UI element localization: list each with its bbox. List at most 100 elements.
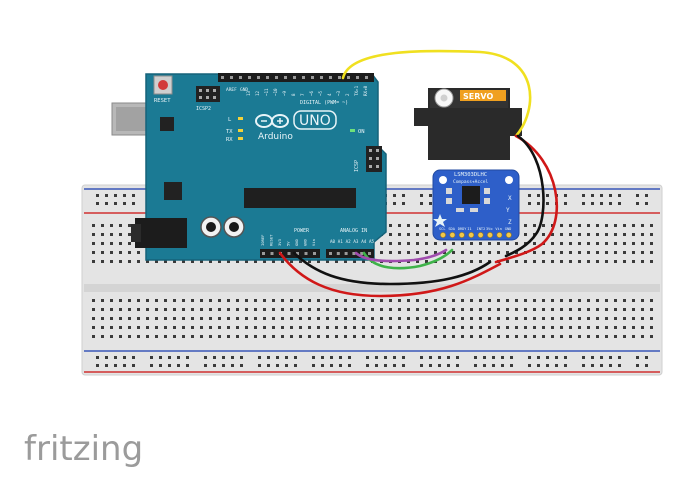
breadboard-hole	[407, 308, 410, 311]
breadboard-hole	[402, 194, 405, 197]
breadboard-hole	[560, 233, 563, 236]
breadboard-hole	[402, 202, 405, 205]
breadboard-hole	[317, 299, 320, 302]
breadboard-hole	[227, 317, 230, 320]
power-pin-label: RESET	[269, 234, 274, 246]
breadboard-hole	[425, 251, 428, 254]
breadboard-hole	[416, 308, 419, 311]
breadboard-hole	[371, 335, 374, 338]
breadboard-hole	[587, 233, 590, 236]
breadboard-hole	[380, 317, 383, 320]
breadboard-hole	[515, 242, 518, 245]
breadboard-hole	[501, 356, 504, 359]
breadboard-hole	[596, 224, 599, 227]
breadboard-hole	[461, 317, 464, 320]
digital-pin-label: ~6	[309, 90, 314, 96]
breadboard-hole	[290, 326, 293, 329]
servo-label-sticker	[460, 90, 506, 101]
breadboard-hole	[587, 242, 590, 245]
breadboard-hole	[92, 233, 95, 236]
breadboard-hole	[434, 335, 437, 338]
breadboard-hole	[380, 308, 383, 311]
breadboard-hole	[344, 335, 347, 338]
breadboard-hole	[209, 308, 212, 311]
breadboard-hole	[389, 317, 392, 320]
breadboard-hole	[236, 335, 239, 338]
breadboard-hole	[290, 308, 293, 311]
breadboard-hole	[533, 335, 536, 338]
breadboard-hole	[218, 260, 221, 263]
breadboard-hole	[551, 233, 554, 236]
breadboard-hole	[470, 326, 473, 329]
breadboard-hole	[533, 251, 536, 254]
breadboard-hole	[92, 299, 95, 302]
led-on	[350, 129, 355, 132]
breadboard-hole	[461, 326, 464, 329]
breadboard-hole	[218, 326, 221, 329]
breadboard-hole	[200, 335, 203, 338]
breadboard-hole	[641, 251, 644, 254]
breadboard-hole	[641, 299, 644, 302]
breadboard-hole	[605, 308, 608, 311]
breadboard-hole	[641, 224, 644, 227]
breadboard-hole	[497, 308, 500, 311]
breadboard-hole	[636, 356, 639, 359]
breadboard-hole	[591, 364, 594, 367]
breadboard-hole	[596, 233, 599, 236]
breadboard-hole	[407, 326, 410, 329]
breadboard-hole	[344, 299, 347, 302]
breadboard-hole	[339, 364, 342, 367]
breadboard-hole	[101, 251, 104, 254]
analog-header	[326, 249, 374, 258]
breadboard-hole	[335, 317, 338, 320]
breadboard-hole	[605, 260, 608, 263]
green-scl-wire	[362, 248, 454, 270]
breadboard-hole	[389, 335, 392, 338]
breadboard-hole	[470, 308, 473, 311]
breadboard-hole	[371, 308, 374, 311]
header-pin	[365, 76, 368, 79]
breadboard-hole	[434, 326, 437, 329]
gnd-label: GND	[240, 87, 248, 93]
sensor-pin-label: DRDY	[458, 227, 467, 231]
breadboard-hole	[650, 335, 653, 338]
breadboard-hole	[393, 194, 396, 197]
breadboard-hole	[578, 308, 581, 311]
breadboard-hole	[569, 308, 572, 311]
breadboard-hole	[533, 260, 536, 263]
breadboard-hole	[537, 356, 540, 359]
breadboard-hole	[578, 260, 581, 263]
arduino-pcb	[145, 73, 387, 261]
breadboard-hole	[128, 308, 131, 311]
adafruit-star-icon	[433, 214, 447, 227]
breadboard-hole	[227, 308, 230, 311]
breadboard-hole	[290, 260, 293, 263]
breadboard-hole	[348, 364, 351, 367]
breadboard-hole	[474, 364, 477, 367]
breadboard-hole	[137, 251, 140, 254]
breadboard-hole	[641, 335, 644, 338]
breadboard-hole	[173, 335, 176, 338]
breadboard-hole	[483, 364, 486, 367]
breadboard-hole	[434, 317, 437, 320]
breadboard-hole	[128, 299, 131, 302]
icsp2-header	[196, 86, 220, 102]
breadboard-hole	[591, 202, 594, 205]
breadboard-hole	[425, 326, 428, 329]
breadboard-hole	[645, 364, 648, 367]
breadboard-hole	[123, 194, 126, 197]
breadboard-hole	[524, 224, 527, 227]
breadboard-hole	[263, 299, 266, 302]
reset-button-cap[interactable]	[158, 80, 168, 90]
breadboard-hole	[146, 260, 149, 263]
breadboard-hole	[600, 194, 603, 197]
sensor-pin	[505, 232, 512, 238]
breadboard-hole	[632, 242, 635, 245]
breadboard-hole	[294, 356, 297, 359]
sensor-pin-label: INT2	[477, 227, 486, 231]
breadboard-hole	[132, 202, 135, 205]
breadboard-hole	[92, 242, 95, 245]
sensor-pin	[477, 232, 484, 238]
breadboard-hole	[263, 317, 266, 320]
breadboard-hole	[479, 299, 482, 302]
